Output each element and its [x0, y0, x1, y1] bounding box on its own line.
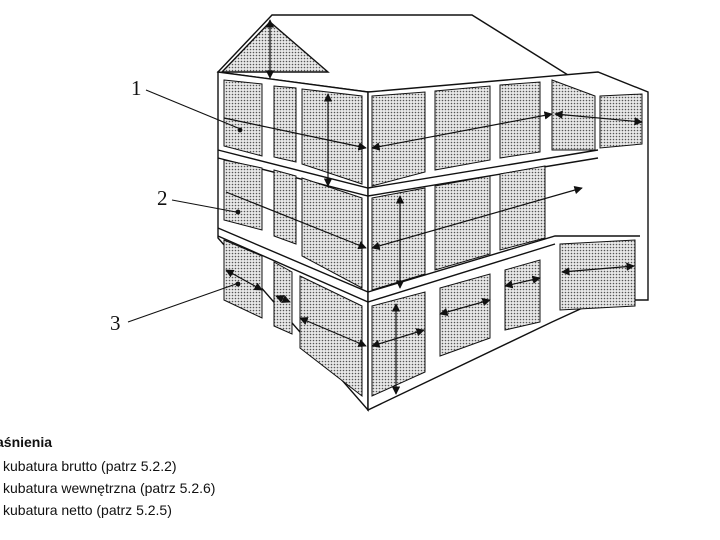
callout-1: 1: [131, 76, 142, 100]
dimension-arrows: [223, 19, 643, 395]
legend-item-2: kubatura wewnętrzna (patrz 5.2.6): [3, 480, 216, 496]
callout-2: 2: [157, 186, 168, 210]
legend-item-3: kubatura netto (patrz 5.2.5): [3, 502, 172, 518]
leader-dots: [235, 127, 243, 287]
callout-3: 3: [110, 311, 121, 335]
building-volume-diagram: [127, 14, 649, 412]
legend-title: aśnienia: [0, 434, 53, 450]
legend: aśnienia kubatura brutto (patrz 5.2.2) k…: [0, 434, 720, 521]
legend-item-1: kubatura brutto (patrz 5.2.2): [3, 458, 177, 474]
leader-lines: [127, 89, 239, 323]
